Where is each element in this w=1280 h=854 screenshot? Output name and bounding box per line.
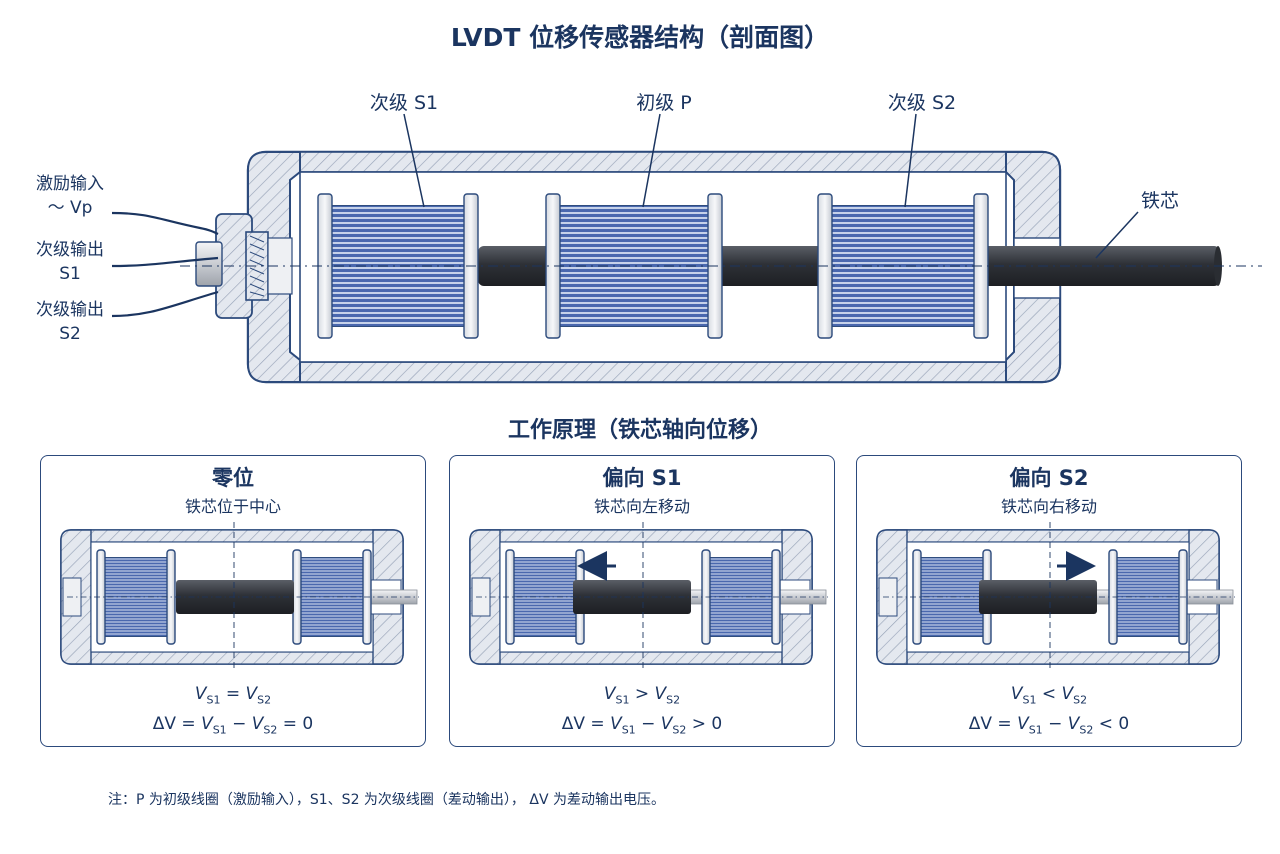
leader-lines [403,113,1139,259]
mini-wall-bottom [76,651,388,665]
mini-cross-section [876,522,1235,672]
panel-title: 偏向 S1 [602,466,682,490]
label-excitation: 激励输入 ～ Vp [20,172,120,220]
mini-cross-section [469,522,828,672]
label-output-s2: 次级输出 S2 [20,298,120,346]
label-output-s2-line2: S2 [59,324,81,344]
mini-wall-top [485,529,797,543]
formula-1: VS1 > VS2 [603,684,681,707]
coil-winding [331,205,465,327]
mini-wall-top [892,529,1204,543]
label-excitation-line1: 激励输入 [36,174,104,194]
formula-1: VS1 < VS2 [1010,684,1088,707]
panel-title: 偏向 S2 [1009,466,1089,490]
formula-2: ΔV = VS1 − VS2 = 0 [152,714,314,737]
mini-wall-bottom [485,651,797,665]
panel-desc: 铁芯向左移动 [593,497,690,516]
panel-null-position: 零位 铁芯位于中心 VS1 = VS2 ΔV = VS1 − VS2 = 0 [40,455,426,747]
coil-winding [559,205,709,327]
mini-cross-section [60,522,419,672]
formula-2: ΔV = VS1 − VS2 > 0 [561,714,723,737]
label-p-coil: 初级 P [636,92,692,114]
mini-core [573,580,691,614]
label-excitation-line2: ～ Vp [47,198,93,218]
mini-coil-s2 [701,549,781,645]
panel-desc: 铁芯向右移动 [1000,497,1097,516]
mini-coil-s1 [912,549,992,645]
principle-title: 工作原理（铁芯轴向位移） [507,418,772,443]
wires [111,211,219,318]
formula-2: ΔV = VS1 − VS2 < 0 [968,714,1130,737]
coil-s2 [817,193,989,339]
label-output-s1: 次级输出 S1 [20,238,120,286]
mini-coil-s2 [1108,549,1188,645]
label-output-s2-line1: 次级输出 [36,300,104,320]
mini-wall-top [76,529,388,543]
label-core: 铁芯 [1140,190,1180,212]
label-s2-coil: 次级 S2 [887,92,957,114]
mini-coil-s2 [292,549,372,645]
panel-toward-s2: 偏向 S2 铁芯向右移动 VS1 < VS2 ΔV = VS1 − VS2 < … [856,455,1242,747]
mini-core [979,580,1097,614]
coil-p [545,193,723,339]
page-title: LVDT 位移传感器结构（剖面图） [450,23,830,52]
label-output-s1-line2: S1 [59,264,81,284]
label-s1-coil: 次级 S1 [369,92,439,114]
formula-1: VS1 = VS2 [194,684,272,707]
coils [317,193,989,339]
panel-title: 零位 [212,466,254,490]
footnote: 注：P 为初级线圈（激励输入），S1、S2 为次级线圈（差动输出）， ΔV 为差… [108,792,665,808]
panel-toward-s1: 偏向 S1 铁芯向左移动 VS1 > VS2 ΔV = VS1 − VS2 > … [449,455,835,747]
label-output-s1-line1: 次级输出 [36,240,104,260]
mini-wall-bottom [892,651,1204,665]
panel-desc: 铁芯位于中心 [184,497,281,516]
